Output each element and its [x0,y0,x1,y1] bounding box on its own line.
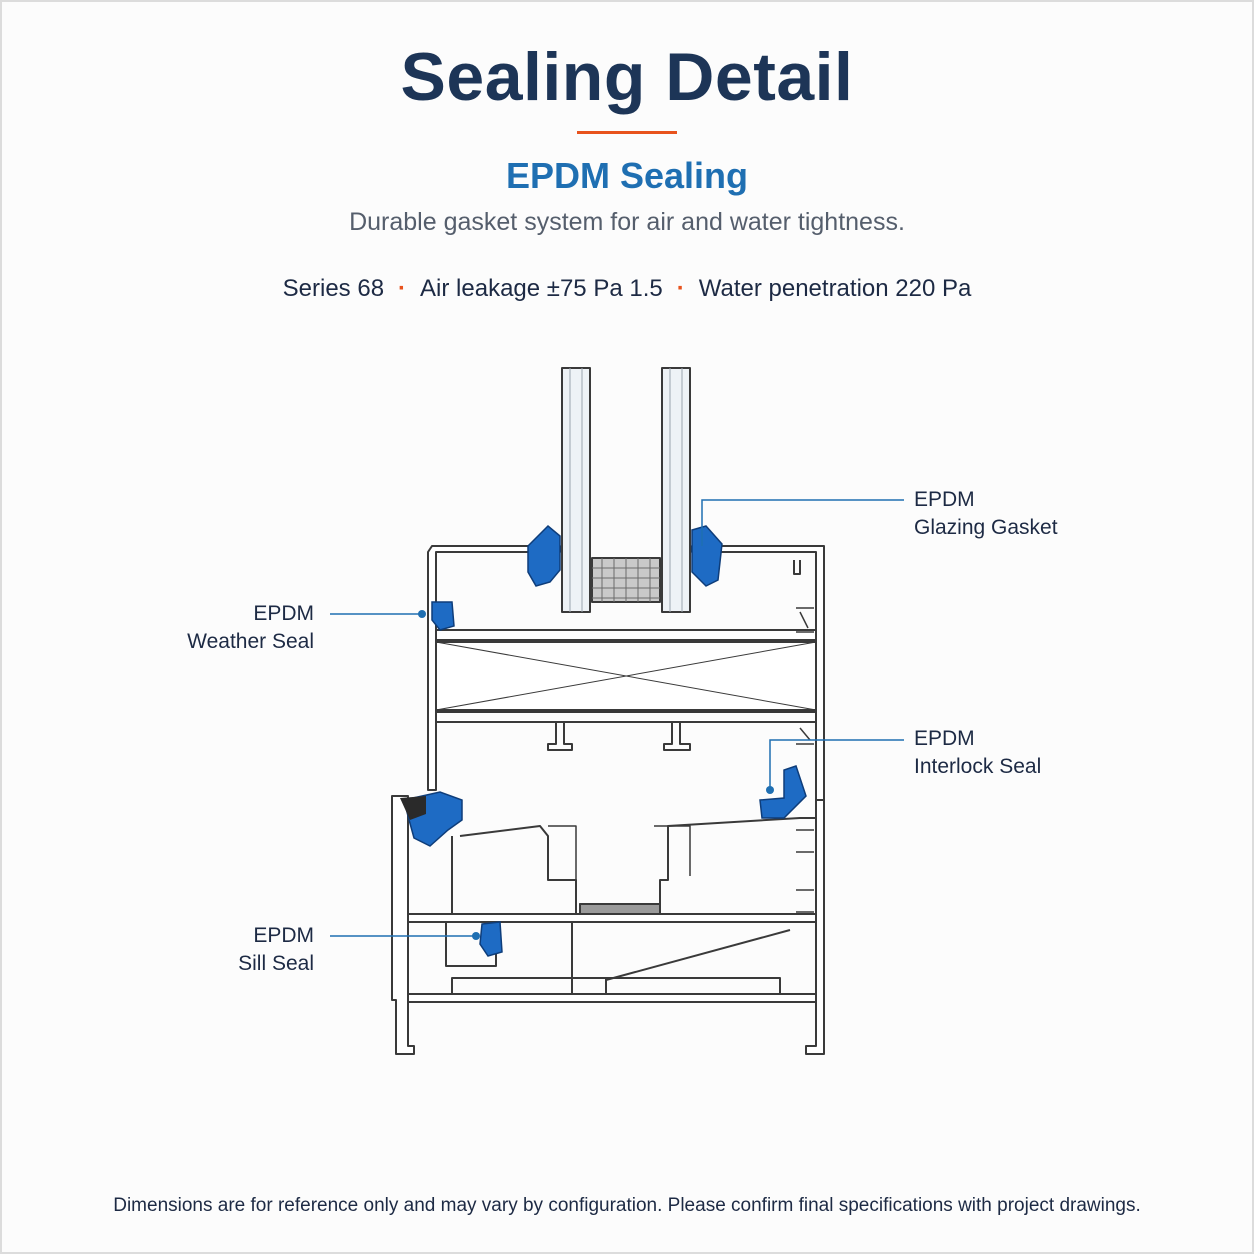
weather-seal-label: EPDM Weather Seal [150,600,314,656]
glass-pane-left [561,367,591,613]
spec-line: Series 68 · Air leakage ±75 Pa 1.5 · Water p… [0,275,1254,303]
frame-rail-bottom [407,993,817,1003]
glazing-gasket-label: EPDM Glazing Gasket [914,486,1058,542]
frame-web [451,836,661,914]
weather-seal-gasket [431,601,455,631]
sill-seal-gasket [479,921,503,957]
sash-hook-right [663,722,691,751]
sash-rail-upper [435,629,817,641]
glazing-gasket-left [527,524,561,587]
frame-detail-lines [548,825,691,880]
interlock-seal-leader [769,739,904,790]
tagline: Durable gasket system for air and water … [349,208,905,236]
title-underline [577,131,677,134]
frame-outer-right [805,799,825,1055]
sash-hook-left [547,722,573,751]
interlock-seal-label-line2: Interlock Seal [914,755,1042,778]
frame-inner-chambers [459,817,816,914]
frame-rail-middle [407,913,817,923]
drainage-cap [400,796,426,820]
spacer-hatch [592,558,660,602]
spec-series: Series 68 [282,275,385,302]
glazing-gasket-leader [701,499,904,546]
separator-dot: · [676,275,685,302]
sash-clip [793,560,801,575]
spec-water-penetration: Water penetration 220 Pa [698,275,972,302]
interlock-seal-label: EPDM Interlock Seal [914,725,1041,781]
weather-seal-label-line1: EPDM [253,602,314,625]
interlock-seal-label-line1: EPDM [914,727,975,750]
glass-pane-right [661,367,691,613]
interlock-seal-marker [766,786,774,794]
weather-seal-label-line2: Weather Seal [187,630,314,653]
frame-spacer [579,903,661,915]
page-title: Sealing Detail [400,39,854,115]
sash-detail-upper [796,607,814,633]
frame-outer-left [391,795,415,1055]
footnote: Dimensions are for reference only and ma… [113,1195,1141,1216]
spec-air-leakage: Air leakage ±75 Pa 1.5 [420,275,663,302]
frame-detail-right [796,829,814,913]
separator-dot: · [398,275,407,302]
sill-seal-label-line2: Sill Seal [238,952,314,975]
sash-detail-lower [796,721,814,745]
frame-slope [571,922,791,994]
glazing-gasket-label-line1: EPDM [914,488,975,511]
sill-seal-label: EPDM Sill Seal [150,922,314,978]
weather-seal-marker [418,610,426,618]
sill-seal-marker [472,932,480,940]
reinforcement-chamber [435,641,817,711]
glazing-gasket-right [691,525,723,587]
sash-rail-lower [435,711,817,723]
glazing-gasket-label-line2: Glazing Gasket [914,516,1058,539]
sill-seal-label-line1: EPDM [253,924,314,947]
interlock-seal-gasket [759,765,807,819]
section-subtitle: EPDM Sealing [505,155,749,196]
